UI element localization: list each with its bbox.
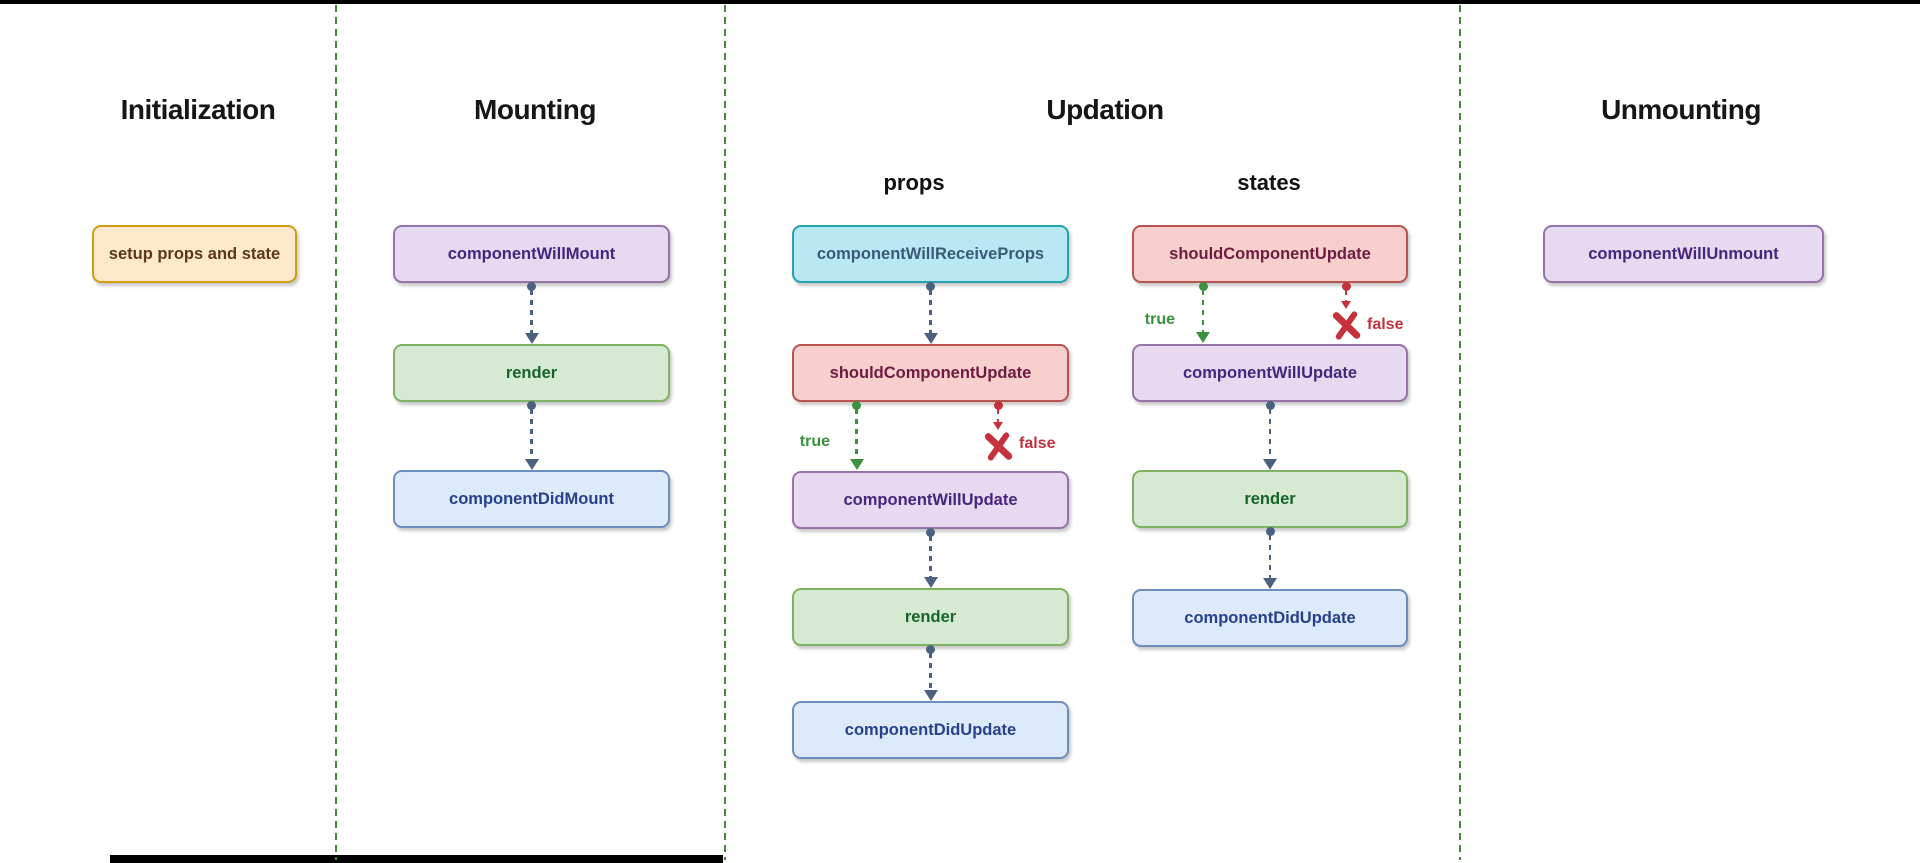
node-label: shouldComponentUpdate [829, 363, 1032, 382]
node-componentWillUnmount: componentWillUnmount [1543, 225, 1824, 283]
node-componentWillReceiveProps: componentWillReceiveProps [792, 225, 1069, 283]
section-title-unmounting: Unmounting [1601, 94, 1761, 125]
section-divider [724, 5, 726, 860]
node-componentWillMount: componentWillMount [393, 225, 670, 283]
connector-dot [1265, 401, 1275, 410]
connector-line [929, 536, 932, 577]
arrow-down-icon [849, 459, 864, 470]
connector-line [530, 290, 533, 333]
section-title-updation: Updation [1046, 94, 1164, 125]
arrow-down-icon [923, 577, 938, 588]
connector-line-true [1201, 290, 1205, 332]
branch-label-true-states: true [1144, 311, 1175, 328]
connector-dot [527, 401, 536, 410]
false-x-icon [980, 428, 1016, 464]
bottom-edge-bar [110, 855, 723, 863]
node-render-states: render [1132, 470, 1408, 528]
node-componentDidMount: componentDidMount [393, 470, 670, 528]
node-label: componentWillUpdate [843, 490, 1018, 509]
section-title-initialization: Initialization [120, 94, 276, 125]
node-label: componentDidUpdate [844, 720, 1017, 739]
node-label: render [1244, 489, 1296, 508]
branch-label-true-props: true [799, 433, 830, 450]
branch-label-false-props: false [1019, 435, 1056, 452]
node-render-mounting: render [393, 344, 670, 402]
arrow-down-icon [524, 333, 539, 344]
connector-dot-true [852, 401, 861, 410]
top-edge-bar [0, 0, 1920, 4]
node-shouldComponentUpdate-props: shouldComponentUpdate [792, 344, 1069, 402]
connector-dot-true [1198, 282, 1208, 291]
node-componentWillUpdate-states: componentWillUpdate [1132, 344, 1408, 402]
connector-line-false [1344, 290, 1348, 301]
connector-dot [1265, 527, 1275, 536]
arrow-down-icon [923, 333, 938, 344]
node-componentDidUpdate-props: componentDidUpdate [792, 701, 1069, 759]
connector-line-false [996, 409, 1000, 422]
node-setup-props-and-state: setup props and state [92, 225, 297, 283]
false-x-icon [1328, 307, 1364, 343]
arrow-down-icon [524, 459, 539, 470]
node-label: setup props and state [108, 244, 281, 263]
node-componentDidUpdate-states: componentDidUpdate [1132, 589, 1408, 647]
connector-dot-false [993, 401, 1003, 410]
node-label: componentDidUpdate [1184, 608, 1356, 627]
node-label: componentWillUnmount [1588, 244, 1779, 263]
connector-dot [926, 282, 935, 291]
section-divider [1459, 5, 1461, 860]
connector-dot [527, 282, 536, 291]
connector-line [1268, 535, 1272, 578]
connector-dot-false [1341, 282, 1351, 291]
connector-line [929, 290, 932, 333]
arrow-down-icon [993, 422, 1003, 430]
section-divider [335, 5, 337, 860]
node-label: shouldComponentUpdate [1169, 244, 1371, 263]
section-title-mounting: Mounting [474, 94, 596, 125]
node-label: componentWillMount [447, 244, 616, 263]
arrow-down-icon [1263, 459, 1277, 470]
connector-line [530, 409, 533, 459]
node-label: render [904, 607, 957, 626]
node-label: render [505, 363, 558, 382]
connector-line [1268, 409, 1272, 459]
arrow-down-icon [923, 690, 938, 701]
node-shouldComponentUpdate-states: shouldComponentUpdate [1132, 225, 1408, 283]
arrow-down-icon [1263, 578, 1277, 589]
column-header-props: props [883, 170, 945, 195]
connector-line-true [855, 409, 858, 459]
node-label: componentWillUpdate [1182, 363, 1357, 382]
connector-dot [926, 528, 935, 537]
arrow-down-icon [1341, 301, 1351, 309]
connector-dot [926, 645, 935, 654]
arrow-down-icon [1196, 332, 1210, 343]
node-render-props: render [792, 588, 1069, 646]
node-label: componentDidMount [449, 489, 614, 508]
node-label: componentWillReceiveProps [816, 244, 1045, 263]
branch-label-false-states: false [1367, 316, 1404, 333]
column-header-states: states [1237, 170, 1301, 195]
node-componentWillUpdate-props: componentWillUpdate [792, 471, 1069, 529]
connector-line [929, 653, 932, 690]
